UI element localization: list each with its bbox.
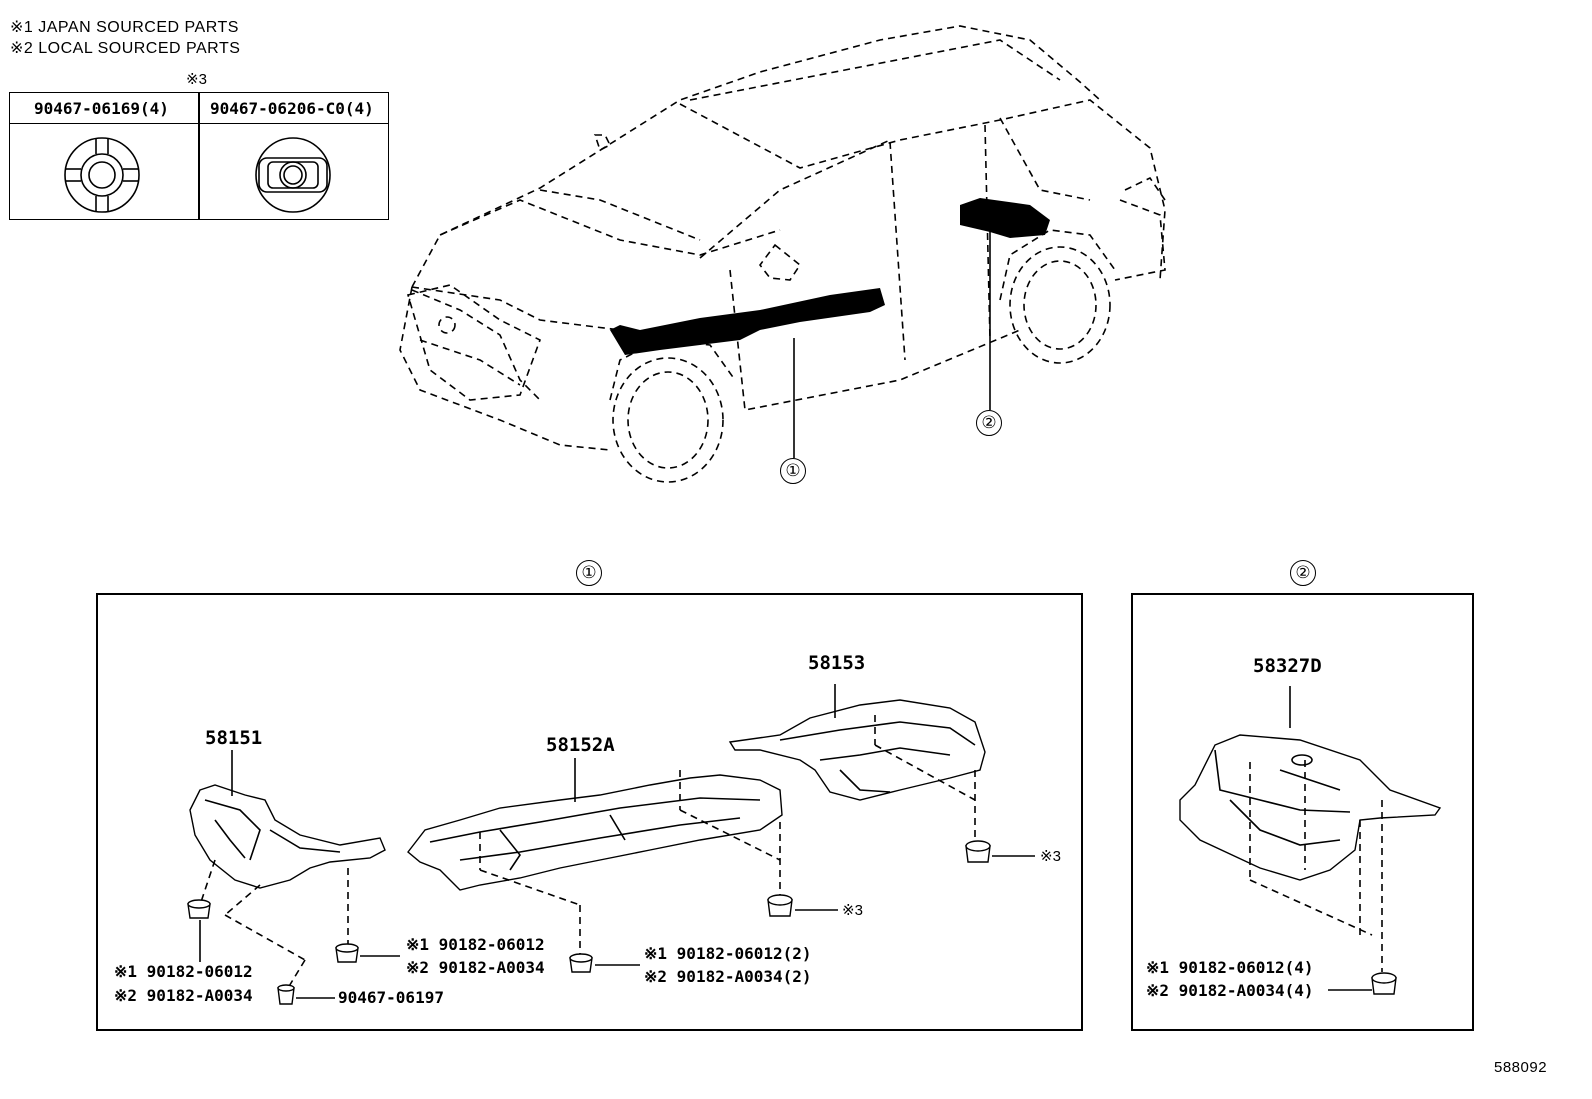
group2-box <box>1131 593 1474 1031</box>
figure-id: 588092 <box>1494 1059 1548 1076</box>
clip-table-col1-part: 90467-06169(4) <box>34 99 169 118</box>
group2-callout: ② <box>1290 560 1316 586</box>
clip-icon-g1 <box>187 840 991 1005</box>
clip-c-local: ※2 90182-A0034(2) <box>644 967 812 986</box>
callout-2: ② <box>976 410 1002 436</box>
label-58153: 58153 <box>808 652 866 674</box>
part-58151-drawing <box>189 750 386 889</box>
clip-g2-local: ※2 90182-A0034(4) <box>1146 981 1314 1000</box>
clip-table: 90467-06169(4) 90467-06206-C0(4) <box>9 92 389 220</box>
mark3-a: ※3 <box>842 902 863 919</box>
group1-box <box>96 593 1083 1031</box>
group1-leaders <box>199 715 1035 999</box>
mark3-b: ※3 <box>1040 848 1061 865</box>
clip-a-japan: ※1 90182-06012 <box>114 962 253 981</box>
label-58152A: 58152A <box>546 734 615 756</box>
note3-mark: ※3 <box>186 71 207 88</box>
clip-g2-japan: ※1 90182-06012(4) <box>1146 958 1314 977</box>
callout-1: ① <box>780 458 806 484</box>
label-58151: 58151 <box>205 727 263 749</box>
clip-table-col2-part: 90467-06206-C0(4) <box>210 99 374 118</box>
clip-a-local: ※2 90182-A0034 <box>114 986 253 1005</box>
note-japan-sourced: ※1 JAPAN SOURCED PARTS <box>10 19 239 36</box>
group1-callout: ① <box>576 560 602 586</box>
clip-b-japan: ※1 90182-06012 <box>406 935 545 954</box>
part-58152A-drawing <box>407 758 783 891</box>
note-local-sourced: ※2 LOCAL SOURCED PARTS <box>10 40 241 57</box>
vehicle-outline <box>399 25 1166 483</box>
part-58153-drawing <box>728 684 986 801</box>
clip-b-local: ※2 90182-A0034 <box>406 958 545 977</box>
clip-icon-square <box>255 137 331 213</box>
label-58327D: 58327D <box>1253 655 1322 677</box>
clip-d: 90467-06197 <box>338 988 444 1007</box>
clip-icon-round <box>64 137 140 213</box>
group2-leaders <box>1249 760 1397 995</box>
clip-c-japan: ※1 90182-06012(2) <box>644 944 812 963</box>
